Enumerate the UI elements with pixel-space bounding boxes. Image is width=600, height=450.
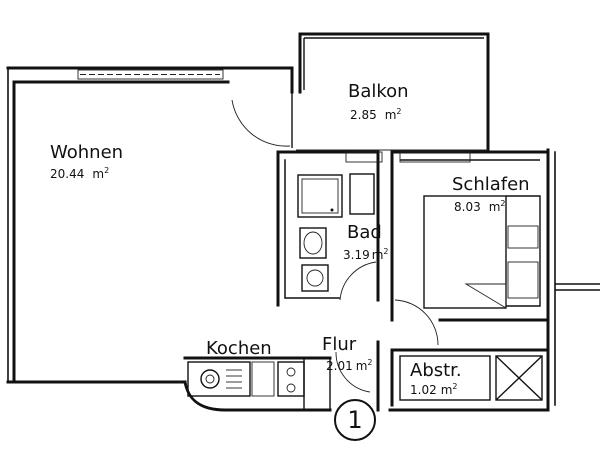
- room-name-kochen: Kochen: [206, 338, 272, 359]
- door-balkon: [231, 92, 293, 148]
- room-name-schlafen: Schlafen: [452, 174, 530, 195]
- abstr-room: [390, 348, 550, 407]
- room-name-abstr: Abstr.: [410, 360, 462, 381]
- kitchen-counter: [183, 356, 332, 410]
- balkon-outline: [296, 32, 490, 152]
- washbasin: [299, 227, 327, 259]
- unit-number: 1: [347, 406, 362, 434]
- room-name-bad: Bad: [347, 222, 382, 243]
- exterior-stub: [555, 283, 600, 291]
- door-schlafen: [394, 299, 439, 346]
- room-name-wohnen: Wohnen: [50, 142, 123, 163]
- flur-walls: [329, 340, 380, 412]
- label-kochen: Kochen: [206, 338, 272, 359]
- shower-tray: [297, 174, 343, 218]
- toilet: [301, 264, 329, 292]
- bed: [423, 195, 541, 309]
- room-name-flur: Flur: [322, 334, 357, 355]
- window-wohnen: [77, 69, 224, 80]
- door-bad: [339, 261, 377, 301]
- room-name-balkon: Balkon: [348, 81, 409, 102]
- exterior-walls: [6, 66, 556, 412]
- bad-walls: [276, 150, 394, 307]
- unit-marker: 1: [334, 399, 376, 441]
- bath-cabinet: [349, 173, 375, 215]
- schlafen-walls: [390, 150, 550, 322]
